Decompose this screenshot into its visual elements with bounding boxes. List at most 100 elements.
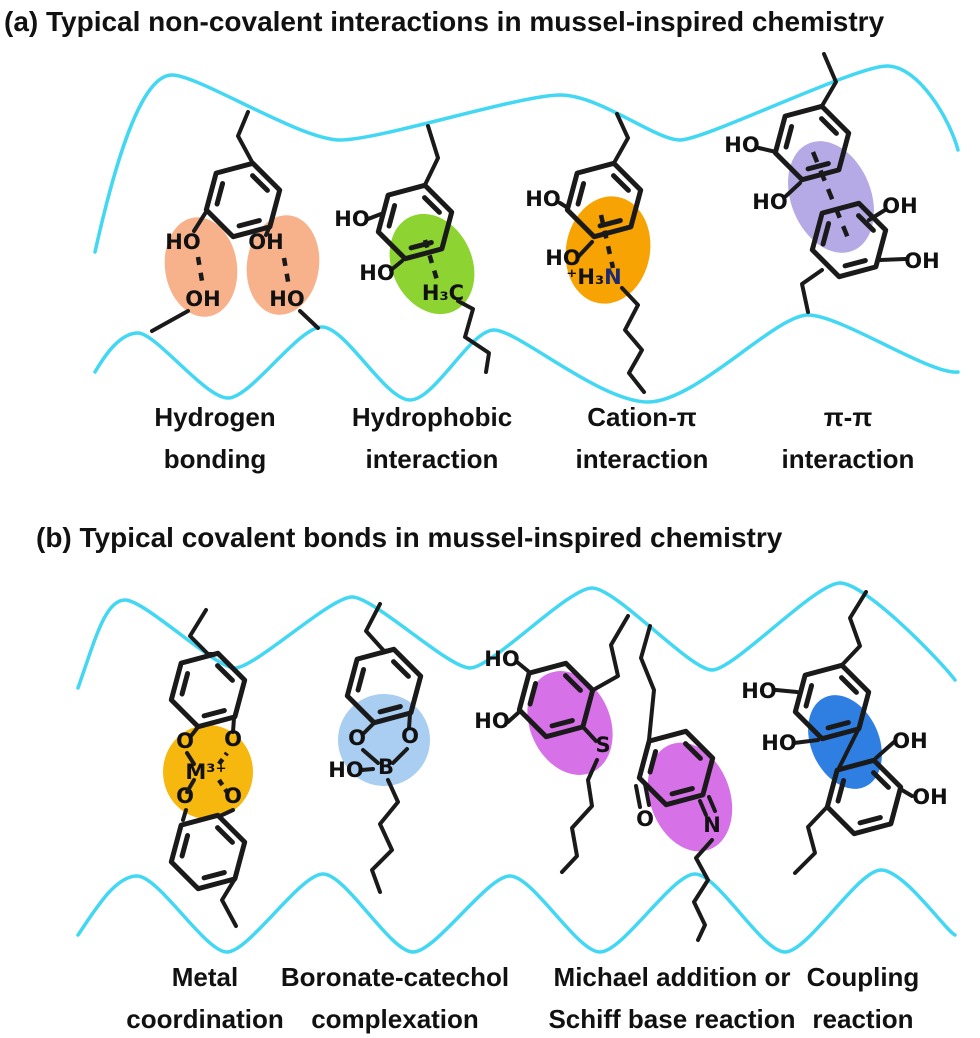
caption-boronate-complexation: Boronate-catechol complexation bbox=[255, 956, 535, 1038]
surface-wave-a-top bbox=[93, 64, 960, 254]
hydrophobic-contact-dashes bbox=[422, 239, 440, 281]
oh-bond bbox=[867, 208, 887, 222]
c-o-bond bbox=[362, 722, 375, 735]
caption-line: coordination bbox=[126, 1004, 284, 1034]
oh-bond bbox=[366, 212, 383, 221]
caption-line: Michael addition or bbox=[553, 962, 791, 992]
o-b-bond bbox=[361, 748, 380, 765]
hydrogen-bond-dashes bbox=[281, 257, 292, 288]
section-b-title: (b) Typical covalent bonds in mussel-ins… bbox=[36, 522, 783, 553]
ho-label: HO bbox=[328, 758, 363, 782]
alkyl-chain bbox=[692, 838, 714, 942]
anchor-chain bbox=[188, 608, 218, 656]
oh-bond bbox=[757, 146, 778, 154]
hydrogen-bond-dashes bbox=[195, 256, 206, 288]
anchor-chain bbox=[819, 52, 838, 109]
anchor-chain bbox=[639, 624, 656, 742]
oh-bond bbox=[264, 226, 271, 237]
c-o-double-bond bbox=[643, 782, 651, 807]
ho-label: HO bbox=[741, 679, 776, 703]
caption-hydrophobic: Hydrophobic interaction bbox=[302, 396, 562, 480]
ammonium-label: ⁺H₃N bbox=[566, 265, 621, 289]
oh-label: OH bbox=[912, 785, 947, 809]
boronate-catechol-structure: O O B HO bbox=[328, 602, 430, 894]
o-label: O bbox=[348, 726, 366, 750]
c-o-double-bond bbox=[634, 784, 642, 809]
surface-wave-b-top bbox=[76, 581, 957, 690]
sulfur-label: S bbox=[595, 733, 610, 757]
caption-coupling-reaction: Coupling reaction bbox=[763, 956, 963, 1038]
oh-bond bbox=[576, 240, 594, 259]
ho-label: HO bbox=[334, 207, 369, 231]
metal-ion-label: M³⁺ bbox=[185, 760, 226, 784]
anchor-chain bbox=[364, 602, 394, 653]
ho-label: HO bbox=[484, 647, 519, 671]
alkyl-chain bbox=[800, 268, 824, 314]
c-s-bond bbox=[582, 726, 598, 743]
oh-label: OH bbox=[882, 194, 917, 218]
metal-o-dashes bbox=[217, 751, 229, 766]
metal-o-bond bbox=[185, 751, 196, 766]
o-label: O bbox=[636, 807, 654, 831]
surface-wave-b-bottom bbox=[76, 868, 957, 954]
oh-label: OH bbox=[248, 230, 283, 254]
caption-michael-schiff: Michael addition or Schiff base reaction bbox=[532, 956, 812, 1038]
anchor-chain bbox=[590, 614, 630, 693]
section-a-title: (a) Typical non-covalent interactions in… bbox=[4, 6, 885, 37]
benzene-ring bbox=[166, 807, 249, 897]
caption-line: complexation bbox=[311, 1004, 479, 1034]
caption-metal-coordination: Metal coordination bbox=[75, 956, 335, 1038]
caption-line: interaction bbox=[781, 444, 915, 474]
oh-bond bbox=[506, 711, 520, 724]
o-b-bond bbox=[391, 747, 409, 765]
hydrogen-bonding-structure: HO OH OH HO bbox=[150, 110, 320, 333]
anchor-chain bbox=[611, 112, 630, 166]
oh-bond bbox=[792, 738, 820, 745]
boron-label: B bbox=[378, 755, 394, 779]
oh-bond bbox=[558, 201, 570, 210]
c-o-bond bbox=[181, 808, 188, 822]
oh-bond bbox=[874, 740, 896, 760]
ho-label: HO bbox=[724, 133, 759, 157]
caption-line: Schiff base reaction bbox=[548, 1004, 796, 1034]
pi-stacking-dashes bbox=[810, 151, 853, 244]
oh-label: OH bbox=[904, 249, 939, 273]
alkyl-chain bbox=[793, 805, 829, 875]
ho-label: HO bbox=[165, 230, 200, 254]
benzene-ring bbox=[166, 645, 249, 735]
coupling-reaction-structure: HO HO OH OH bbox=[741, 590, 948, 875]
c-o-bond bbox=[231, 716, 236, 734]
c-o-bond bbox=[407, 712, 412, 730]
c-o-bond bbox=[189, 725, 200, 738]
ho-label: HO bbox=[474, 709, 509, 733]
c-n-double-bond bbox=[707, 795, 717, 813]
boronate-highlight bbox=[338, 694, 430, 786]
oh-bond bbox=[774, 688, 799, 694]
caption-cation-pi: Cation-π interaction bbox=[512, 396, 772, 480]
caption-line: interaction bbox=[365, 444, 499, 474]
ho-label: HO bbox=[269, 287, 304, 311]
ho-label: HO bbox=[752, 190, 787, 214]
metal-coordination-structure: O O O O M³⁺ bbox=[163, 608, 253, 928]
oh-bond bbox=[784, 181, 802, 198]
oh-label: OH bbox=[185, 287, 220, 311]
hydrogen-bond-highlight-left bbox=[164, 217, 238, 317]
caption-line: Metal bbox=[171, 962, 239, 992]
caption-line: Hydrogen bbox=[154, 402, 276, 432]
o-label: O bbox=[224, 727, 242, 751]
schiff-base-structure: O N bbox=[633, 624, 733, 942]
caption-line: Coupling bbox=[806, 962, 920, 992]
surface-link-bond bbox=[298, 309, 320, 330]
michael-addition-structure: HO HO S bbox=[474, 614, 630, 874]
oh-bond bbox=[389, 259, 404, 272]
surface-wave-a-bottom bbox=[93, 313, 960, 404]
surface-link-bond bbox=[150, 309, 190, 333]
oh-bond bbox=[878, 257, 907, 262]
pi-pi-structure: HO HO OH OH bbox=[724, 52, 940, 314]
ho-label: HO bbox=[525, 187, 560, 211]
oh-bond bbox=[900, 788, 914, 798]
n-label: N bbox=[703, 813, 721, 837]
caption-hydrogen-bonding: Hydrogen bonding bbox=[85, 396, 345, 480]
